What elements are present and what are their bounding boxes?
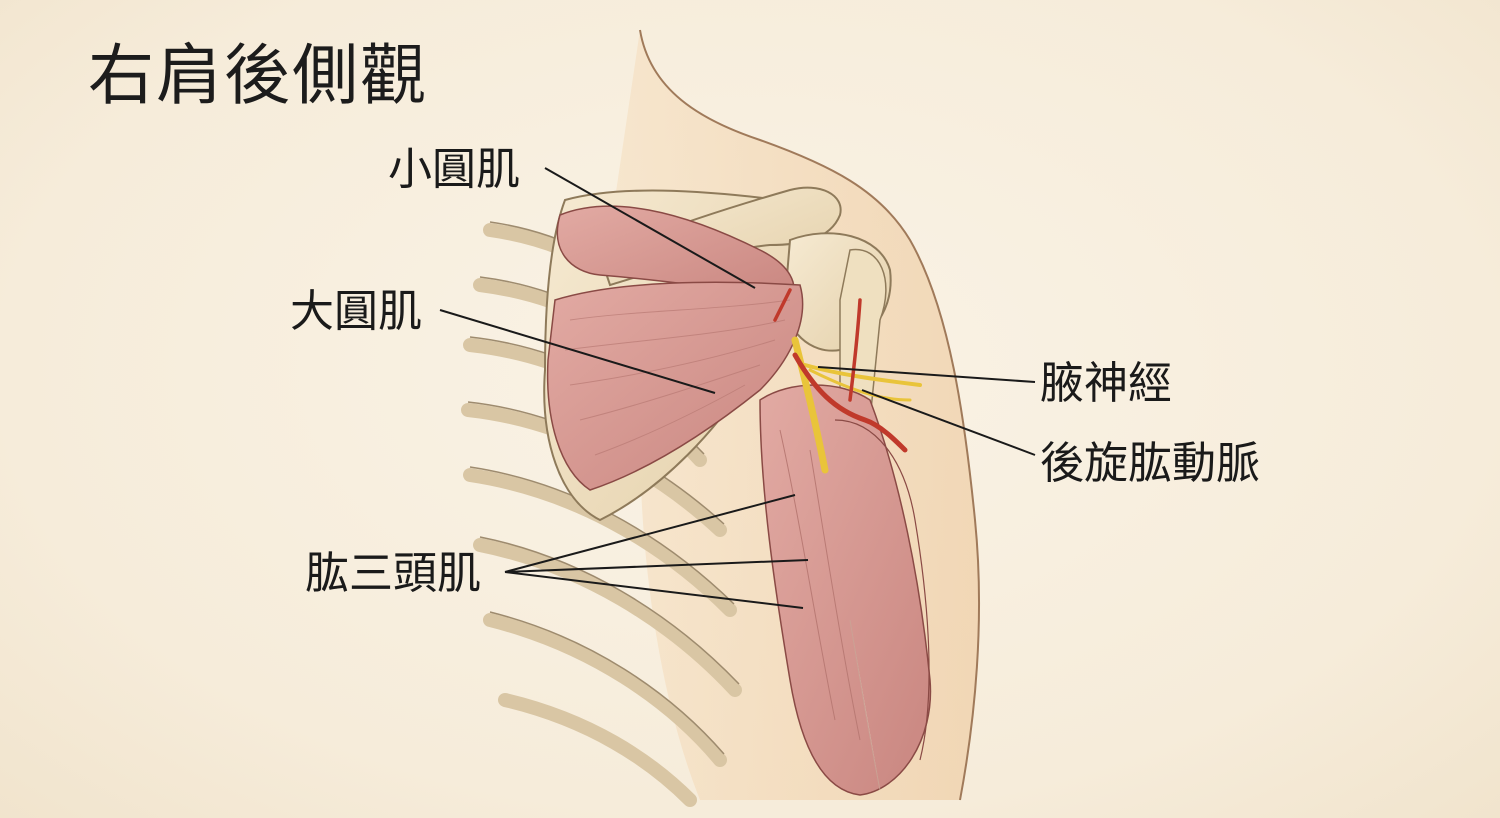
leader-axillary-nerve [817, 366, 1036, 383]
teres-major-muscle [546, 281, 804, 491]
leader-triceps-1 [504, 494, 796, 573]
leader-teres-major [439, 309, 716, 394]
label-teres-major: 大圓肌 [290, 286, 422, 337]
leader-triceps-3 [504, 571, 804, 609]
axillary-nerve [791, 336, 922, 474]
label-teres-minor: 小圓肌 [388, 144, 520, 195]
leader-lines [439, 167, 1036, 609]
triceps-muscle [759, 384, 932, 796]
leader-triceps-2 [504, 559, 809, 573]
leader-pcha [861, 389, 1036, 456]
label-triceps: 肱三頭肌 [305, 548, 481, 599]
label-posterior-circumflex-humeral-artery: 後旋肱動脈 [1040, 438, 1260, 489]
leader-teres-minor [544, 167, 756, 289]
posterior-circumflex-humeral-artery [773, 288, 908, 453]
page-title: 右肩後側觀 [88, 37, 428, 114]
label-axillary-nerve: 腋神經 [1040, 358, 1172, 409]
